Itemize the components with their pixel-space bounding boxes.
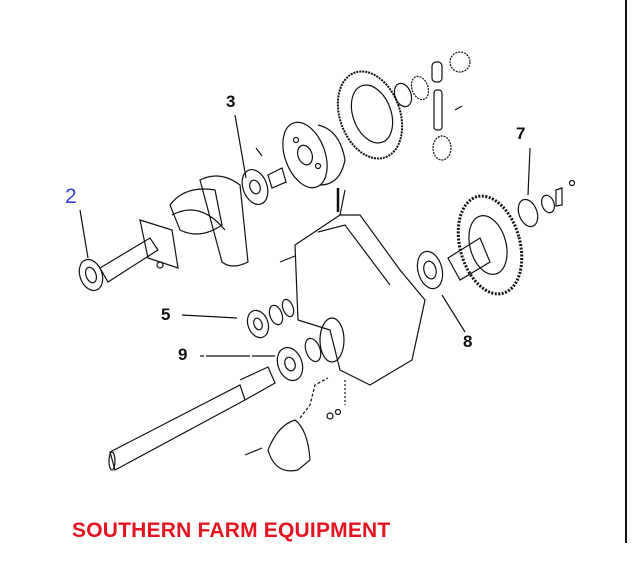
part-7-spur-gear xyxy=(447,179,576,296)
callout-3[interactable]: 3 xyxy=(226,92,236,111)
end-cover xyxy=(244,377,346,472)
callout-9[interactable]: 9 xyxy=(178,345,188,364)
ring-gear xyxy=(336,70,404,160)
pinion-assembly xyxy=(393,51,471,161)
part-5-seal xyxy=(246,298,295,339)
part-9-seal xyxy=(276,337,322,382)
bearing-housing xyxy=(169,175,249,267)
callout-5[interactable]: 5 xyxy=(161,305,171,324)
part-8-bearing xyxy=(416,250,444,290)
leader-lines xyxy=(79,114,531,357)
output-shaft xyxy=(108,366,276,471)
part-3-bearing xyxy=(241,147,287,206)
brand-caption: SOUTHERN FARM EQUIPMENT xyxy=(72,519,391,542)
right-border xyxy=(625,0,627,543)
callout-2[interactable]: 2 xyxy=(65,185,77,208)
differential-carrier xyxy=(282,121,346,189)
gearbox-case xyxy=(279,188,426,386)
callout-7[interactable]: 7 xyxy=(516,124,526,143)
callout-8[interactable]: 8 xyxy=(463,332,473,351)
part-2-flange xyxy=(78,219,179,292)
